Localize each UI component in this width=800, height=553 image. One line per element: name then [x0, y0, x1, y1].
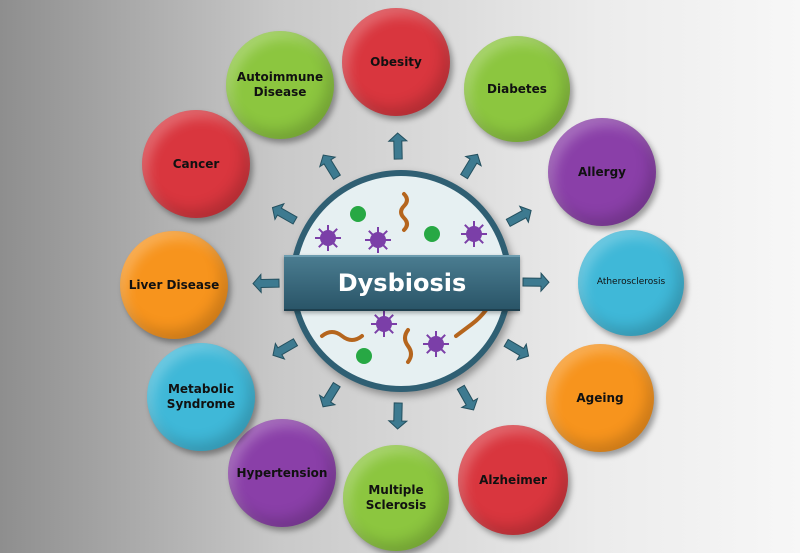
virus-icon [315, 225, 341, 251]
arrow-to-metabolic-syndrome [272, 338, 299, 360]
arrow-to-cancer [271, 202, 298, 225]
arrow-to-diabetes [459, 153, 482, 180]
arrow-to-multiple-sclerosis [387, 402, 409, 430]
arrow-to-hypertension [318, 381, 341, 408]
microbes-layer [315, 192, 488, 364]
arrow-to-obesity [387, 132, 409, 160]
node-metabolic-syndrome-label: Metabolic Syndrome [166, 382, 236, 411]
virus-icon [371, 311, 397, 337]
node-metabolic-syndrome: Metabolic Syndrome [147, 343, 255, 451]
arrow-to-alzheimer [456, 384, 479, 411]
node-autoimmune-disease: Autoimmune Disease [226, 31, 334, 139]
node-diabetes: Diabetes [464, 36, 570, 142]
worm-icon [454, 308, 488, 338]
node-diabetes-label: Diabetes [487, 81, 547, 96]
arrow-to-allergy [505, 205, 532, 228]
node-atherosclerosis: Atherosclerosis [578, 230, 684, 336]
dysbiosis-banner: Dysbiosis [284, 255, 520, 311]
worm-icon [320, 330, 364, 342]
node-ageing-label: Ageing [576, 390, 624, 405]
node-allergy-label: Allergy [578, 164, 626, 179]
arrow-to-ageing [503, 338, 530, 361]
bacteria-icon [350, 206, 366, 222]
node-multiple-sclerosis: Multiple Sclerosis [343, 445, 449, 551]
node-hypertension: Hypertension [228, 419, 336, 527]
arrow-to-liver-disease [252, 273, 280, 294]
node-liver-disease: Liver Disease [120, 231, 228, 339]
node-alzheimer-label: Alzheimer [479, 472, 547, 487]
virus-icon [461, 221, 487, 247]
worm-icon [399, 192, 409, 232]
node-hypertension-label: Hypertension [236, 465, 328, 480]
node-alzheimer: Alzheimer [458, 425, 568, 535]
node-atherosclerosis-label: Atherosclerosis [596, 277, 666, 288]
node-cancer-label: Cancer [172, 156, 220, 171]
node-multiple-sclerosis-label: Multiple Sclerosis [365, 483, 427, 512]
virus-icon [423, 331, 449, 357]
node-cancer: Cancer [142, 110, 250, 218]
arrow-to-autoimmune-disease [318, 154, 342, 180]
bacteria-icon [424, 226, 440, 242]
virus-icon [365, 227, 391, 253]
worm-icon [403, 328, 413, 364]
arrow-to-atherosclerosis [522, 271, 550, 293]
node-obesity-label: Obesity [370, 54, 422, 69]
bacteria-icon [356, 348, 372, 364]
node-obesity: Obesity [342, 8, 450, 116]
node-autoimmune-disease-label: Autoimmune Disease [236, 70, 324, 99]
node-ageing: Ageing [546, 344, 654, 452]
node-liver-disease-label: Liver Disease [128, 277, 220, 292]
dysbiosis-label: Dysbiosis [337, 269, 467, 297]
node-allergy: Allergy [548, 118, 656, 226]
